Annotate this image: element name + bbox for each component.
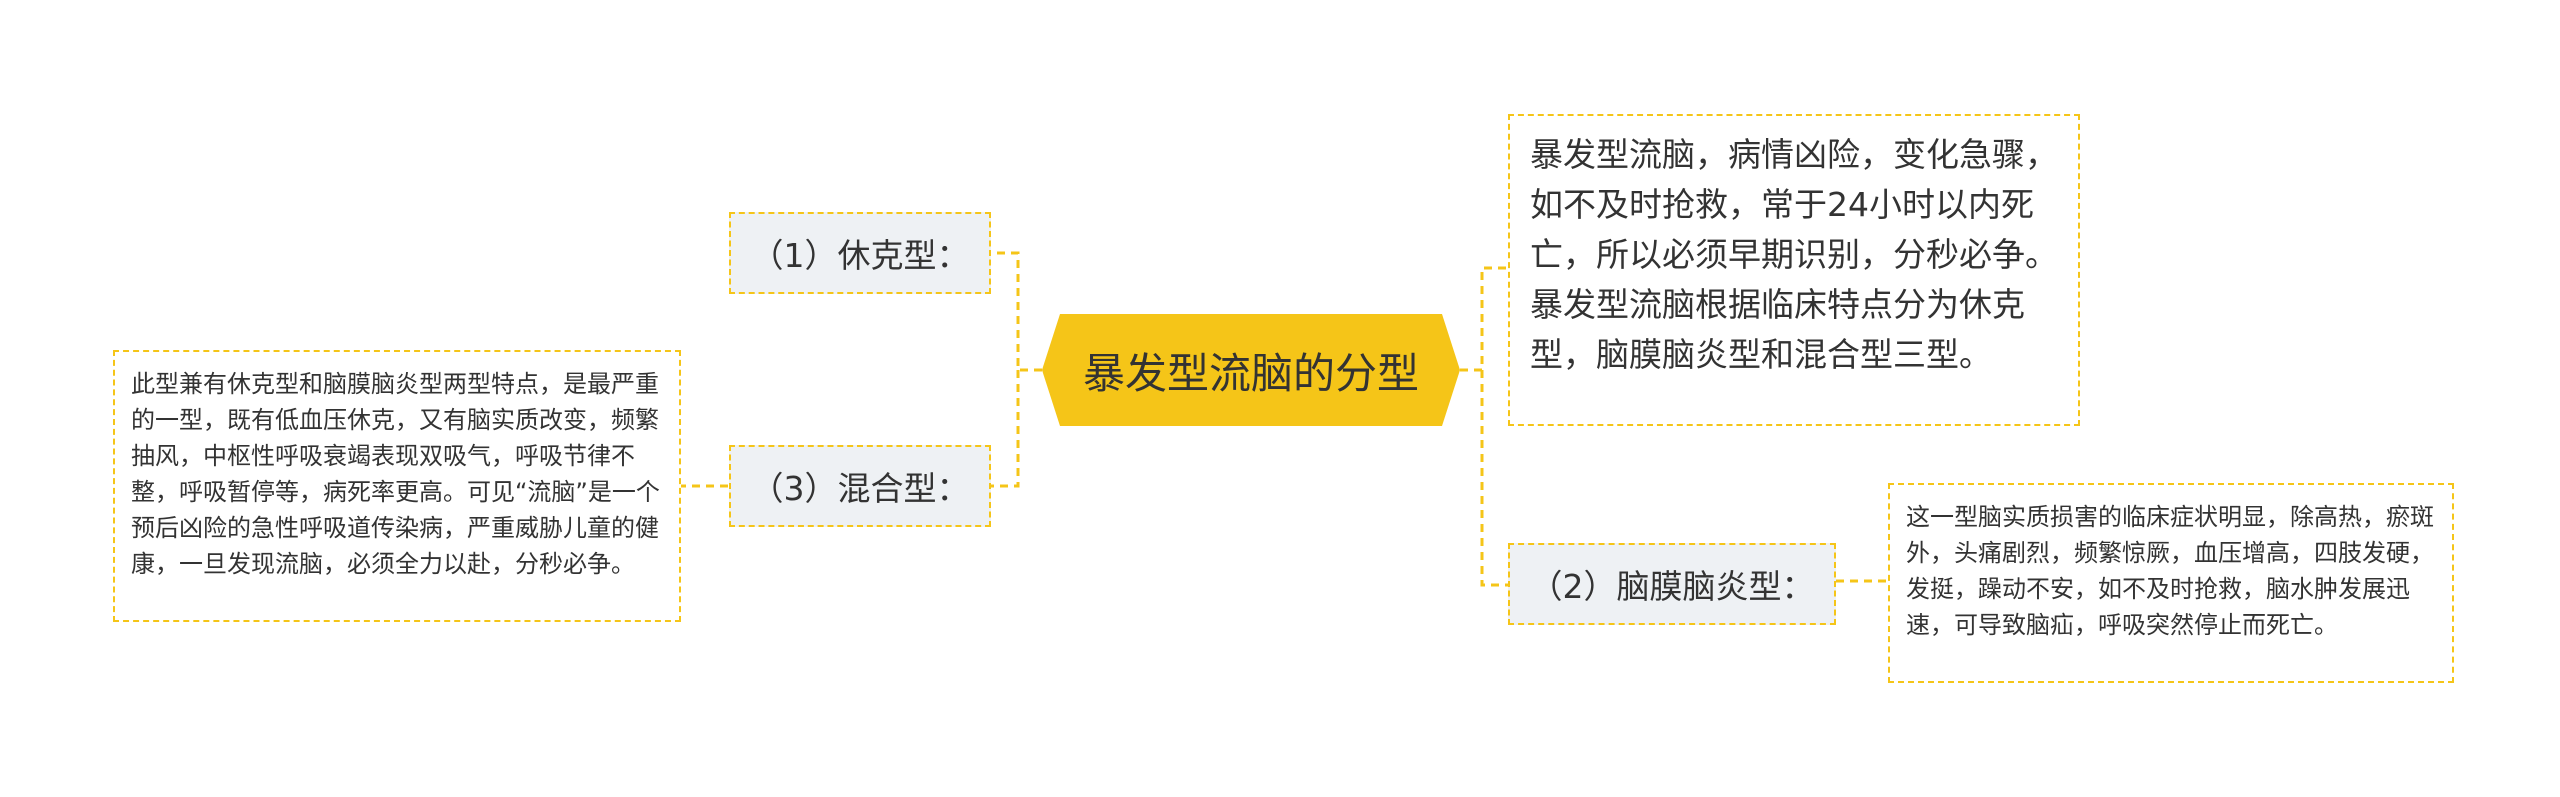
branch-meningoencephalitis-type-label: （2）脑膜脑炎型： [1529, 567, 1815, 606]
mixed-type-note: 此型兼有休克型和脑膜脑炎型两型特点，是最严重的一型，既有低血压休克，又有脑实质改… [113, 350, 681, 622]
branch-meningoencephalitis-type[interactable]: （2）脑膜脑炎型： [1508, 543, 1836, 625]
central-topic-label: 暴发型流脑的分型 [1082, 348, 1419, 398]
branch-shock-type[interactable]: （1）休克型： [729, 212, 991, 294]
hexagon-shape [1042, 314, 1460, 426]
intro-note: 暴发型流脑，病情凶险，变化急骤，如不及时抢救，常于24小时以内死亡，所以必须早期… [1508, 114, 2080, 426]
branch-shock-type-label: （1）休克型： [750, 236, 970, 275]
branch-mixed-type-label: （3）混合型： [750, 469, 970, 508]
mixed-type-note-text: 此型兼有休克型和脑膜脑炎型两型特点，是最严重的一型，既有低血压休克，又有脑实质改… [131, 370, 660, 578]
meningoencephalitis-type-note: 这一型脑实质损害的临床症状明显，除高热，瘀斑外，头痛剧烈，频繁惊厥，血压增高，四… [1888, 483, 2454, 683]
branch-mixed-type[interactable]: （3）混合型： [729, 445, 991, 527]
central-topic[interactable]: 暴发型流脑的分型 [1042, 314, 1460, 426]
intro-note-text: 暴发型流脑，病情凶险，变化急骤，如不及时抢救，常于24小时以内死亡，所以必须早期… [1530, 135, 2058, 374]
meningoencephalitis-type-note-text: 这一型脑实质损害的临床症状明显，除高热，瘀斑外，头痛剧烈，频繁惊厥，血压增高，四… [1906, 503, 2434, 639]
